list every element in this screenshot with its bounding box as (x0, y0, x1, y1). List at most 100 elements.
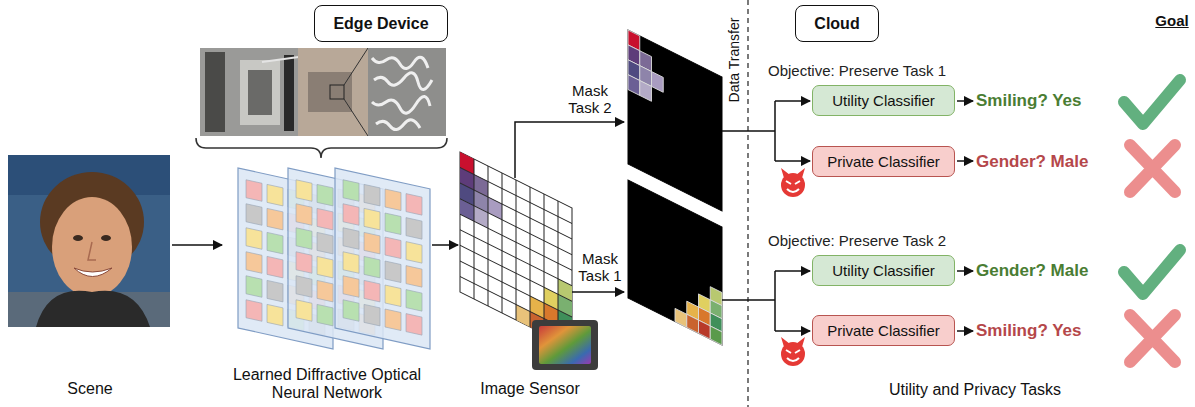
grid-ground (460, 152, 572, 348)
phase-cell (246, 204, 262, 226)
grid-line (460, 214, 572, 270)
phase-cell (246, 228, 262, 250)
mask-label: Mask Task 2 (563, 82, 617, 116)
phase-cell (296, 204, 312, 226)
grid-line (529, 187, 530, 327)
image-sensor-chip (532, 320, 598, 370)
pixel (710, 326, 722, 345)
check-mark (1124, 250, 1180, 294)
scene-photo (8, 155, 170, 327)
column-heading: Goal (1155, 12, 1188, 29)
grid-line (473, 159, 474, 299)
section-caption: Utility and Privacy Tasks (889, 381, 1061, 399)
phase-cell (317, 304, 333, 326)
node-text: Edge Device (333, 15, 428, 33)
phase-cell (385, 285, 401, 307)
phase-cell (317, 256, 333, 278)
phase-cell (343, 276, 359, 298)
sensor-grids (460, 30, 722, 348)
node-text: Private Classifier (827, 322, 940, 339)
phase-cell (343, 204, 359, 226)
adversary-icon (781, 337, 805, 366)
phase-cell (364, 184, 380, 206)
data-wires (515, 101, 973, 331)
optical-network-figure: Learned Diffractive Optical Neural Netwo… (222, 160, 432, 404)
sensor-grid (460, 152, 572, 348)
grid-line (460, 168, 572, 224)
phase-cell (364, 256, 380, 278)
utility-classifier: Utility Classifier (812, 85, 955, 116)
grid-line (460, 245, 572, 301)
pixel (699, 320, 711, 339)
phase-cell (385, 237, 401, 259)
adversary-icon (781, 168, 805, 197)
flow-arrow (432, 244, 458, 246)
phase-cell (267, 208, 283, 230)
phase-cell (317, 232, 333, 254)
objective-label: Objective: Preserve Task 2 (768, 232, 946, 249)
phase-cell (406, 314, 422, 336)
diffractive-layer (238, 168, 333, 349)
phase-cell (406, 218, 422, 240)
prediction-result: Gender? Male (976, 152, 1088, 172)
phase-cell (385, 213, 401, 235)
phase-cell (406, 290, 422, 312)
cloud-boundary (747, 0, 748, 407)
phase-cell (296, 228, 312, 250)
device-header: Edge Device (314, 5, 447, 42)
phase-cell (406, 242, 422, 264)
cross-mark (1130, 145, 1175, 192)
phase-cell (317, 184, 333, 206)
phase-cell (343, 300, 359, 322)
flow-arrow (172, 244, 222, 246)
node-text: Cloud (814, 15, 859, 33)
phase-cell (364, 208, 380, 230)
node-text: Utility Classifier (832, 262, 935, 279)
masked-output (628, 30, 722, 211)
mask-label: Mask Task 1 (573, 250, 627, 284)
objective-label: Objective: Preserve Task 1 (768, 62, 946, 79)
grid-line (515, 180, 516, 320)
node-text: Private Classifier (827, 153, 940, 170)
grid-line (543, 194, 544, 334)
private-classifier: Private Classifier (812, 146, 955, 177)
prediction-result: Smiling? Yes (976, 91, 1082, 111)
grid-line (460, 230, 572, 286)
pixel (675, 308, 687, 327)
phase-cell (317, 208, 333, 230)
grid-line (501, 173, 502, 313)
phase-cell (364, 304, 380, 326)
phase-cell (246, 276, 262, 298)
cross-mark (1130, 315, 1175, 362)
private-classifier: Private Classifier (812, 315, 955, 346)
phase-cell (343, 228, 359, 250)
grid-line (487, 166, 488, 306)
grid-ground (628, 180, 722, 345)
scene-figure: Scene (8, 155, 172, 400)
phase-cell (385, 261, 401, 283)
prediction-result: Gender? Male (976, 261, 1088, 281)
phase-cell (385, 189, 401, 211)
phase-cell (296, 300, 312, 322)
layer-plate (238, 168, 333, 349)
boundary-label: Data Transfer (726, 18, 742, 103)
phase-cell (267, 304, 283, 326)
phase-cell (246, 300, 262, 322)
optics-photos (200, 48, 446, 136)
grid-line (460, 199, 572, 255)
phase-cell (296, 276, 312, 298)
diffractive-layer (335, 168, 430, 349)
pixel (640, 81, 652, 102)
layer-plate (335, 168, 430, 349)
phase-cell (267, 256, 283, 278)
pixel (628, 75, 640, 96)
phase-cell (343, 180, 359, 202)
phase-cell (296, 252, 312, 274)
phase-cell (364, 232, 380, 254)
grid-line (460, 261, 572, 317)
phase-cell (246, 180, 262, 202)
masked-output (628, 180, 722, 345)
node-text: Utility Classifier (832, 92, 935, 109)
